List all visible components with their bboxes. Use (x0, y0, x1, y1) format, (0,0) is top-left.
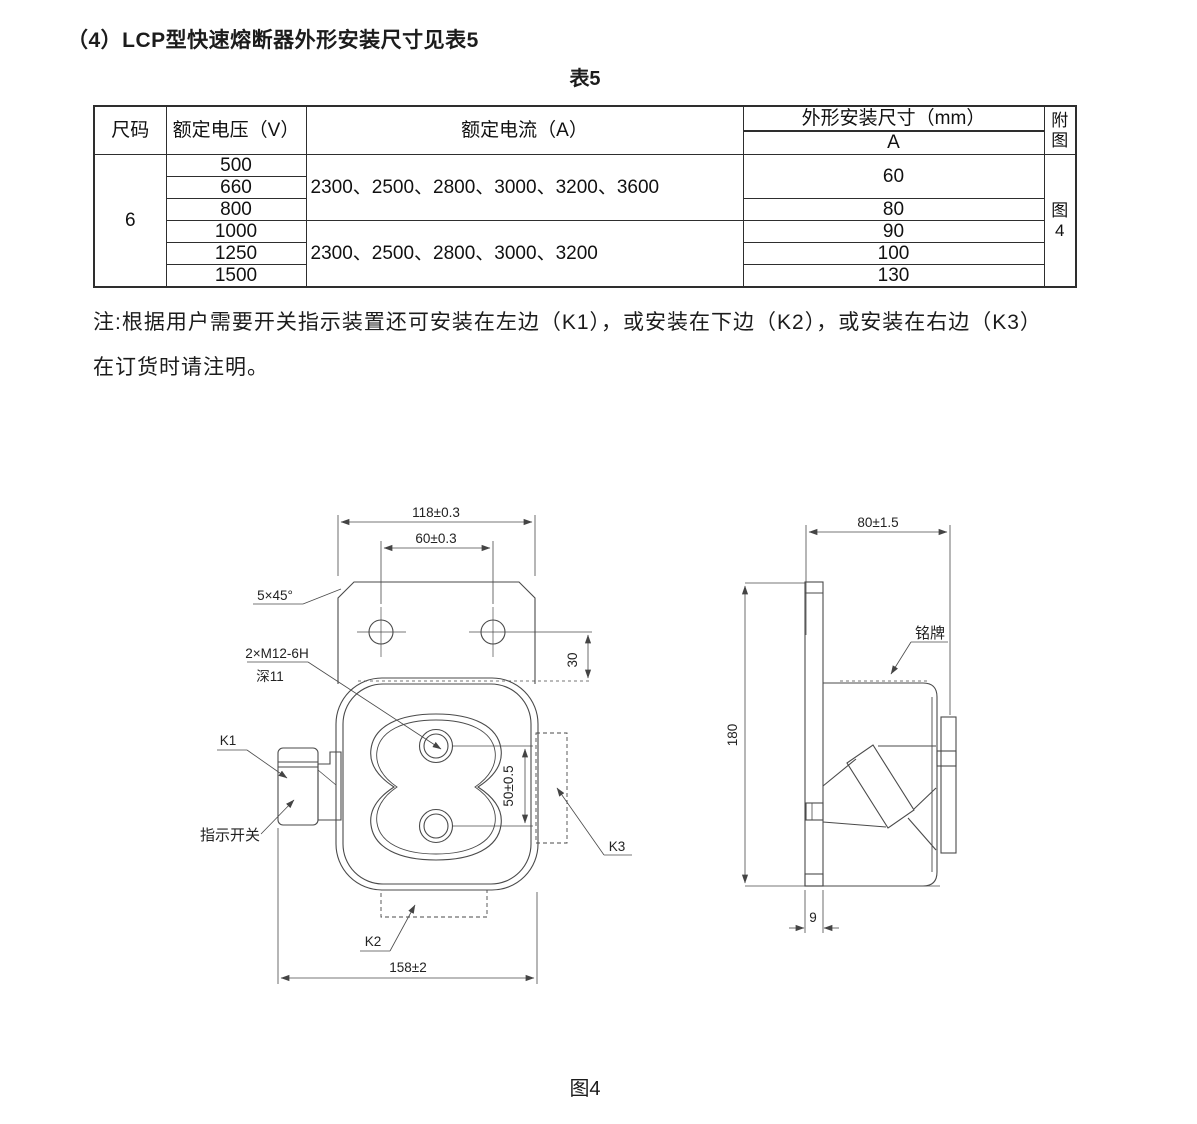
thread-depth-label: 深11 (256, 669, 284, 684)
cell-figure-ref-line2: 4 (1055, 220, 1065, 240)
indicator-switch-label: 指示开关 (200, 827, 260, 844)
side-view-dimensions (741, 525, 951, 933)
mounting-plate-outline (337, 581, 536, 684)
col-header-figure: 附 图 (1043, 105, 1077, 155)
side-plate (804, 581, 824, 887)
fuse-body (335, 677, 592, 891)
dim-118-label: 118±0.3 (412, 505, 460, 520)
dim-30-label: 30 (565, 652, 580, 667)
dim-158-label: 158±2 (389, 960, 426, 975)
col-header-dims: 外形安装尺寸（mm） (742, 105, 1045, 132)
front-view-labels: 118±0.3 60±0.3 5×45° 2×M12-6H 深11 K1 指示开… (200, 505, 625, 975)
k1-label: K1 (220, 733, 237, 748)
figure-caption: 图4 (569, 1078, 601, 1100)
col-header-figure-line2: 图 (1051, 130, 1069, 150)
dim-80-label: 80±1.5 (857, 515, 898, 530)
cell-dim-a: 60 (742, 154, 1045, 199)
chamfer-label: 5×45° (257, 588, 293, 603)
side-terminal (936, 716, 957, 854)
cell-current-group2: 2300、2500、2800、3000、3200 (305, 220, 744, 288)
cell-voltage: 660 (165, 176, 307, 199)
dimension-spec-table: 尺码 额定电压（V） 额定电流（A） 外形安装尺寸（mm） 附 图 A 6 50… (93, 105, 1077, 288)
cell-dim-a: 80 (742, 198, 1045, 221)
col-header-figure-line1: 附 (1051, 111, 1069, 131)
cell-dim-a: 130 (742, 264, 1045, 288)
contact-contour (370, 713, 502, 861)
installation-drawing: 118±0.3 60±0.3 5×45° 2×M12-6H 深11 K1 指示开… (200, 505, 957, 984)
dim-50-label: 50±0.5 (501, 765, 516, 806)
dim-9-label: 9 (809, 910, 817, 925)
cell-figure-ref: 图 4 (1043, 154, 1077, 288)
page-title: （4）LCP型快速熔断器外形安装尺寸见表5 (67, 29, 479, 52)
col-subheader-a: A (742, 130, 1045, 155)
front-view (277, 581, 592, 918)
k2-label: K2 (365, 934, 382, 949)
k3-label: K3 (609, 839, 626, 854)
cell-voltage: 800 (165, 198, 307, 221)
nameplate-label: 铭牌 (915, 625, 945, 642)
thread-label: 2×M12-6H (245, 646, 308, 661)
cell-voltage: 1500 (165, 264, 307, 288)
spec-table: 尺码 额定电压（V） 额定电流（A） 外形安装尺寸（mm） 附 图 A 6 50… (93, 105, 1077, 288)
tilted-block (822, 744, 937, 851)
side-view-labels: 80±1.5 铭牌 180 9 (725, 515, 945, 925)
side-body (823, 682, 938, 887)
cell-current-group1: 2300、2500、2800、3000、3200、3600 (305, 154, 744, 221)
note-line-2: 在订货时请注明。 (93, 356, 269, 379)
dim-180-label: 180 (725, 724, 740, 747)
k2-dashed-region (380, 889, 488, 918)
front-view-dimensions (217, 515, 632, 984)
note-line-1: 注:根据用户需要开关指示装置还可安装在左边（K1），或安装在下边（K2），或安装… (93, 311, 1042, 334)
cell-figure-ref-line1: 图 (1051, 201, 1069, 221)
cell-dim-a: 100 (742, 242, 1045, 265)
k3-dashed-region (535, 732, 568, 844)
dim-60-label: 60±0.3 (415, 531, 456, 546)
cell-voltage: 1250 (165, 242, 307, 265)
cell-size: 6 (93, 154, 167, 288)
table-title: 表5 (569, 68, 601, 90)
mounting-holes (357, 607, 592, 657)
indicator-switch-box (277, 747, 342, 826)
